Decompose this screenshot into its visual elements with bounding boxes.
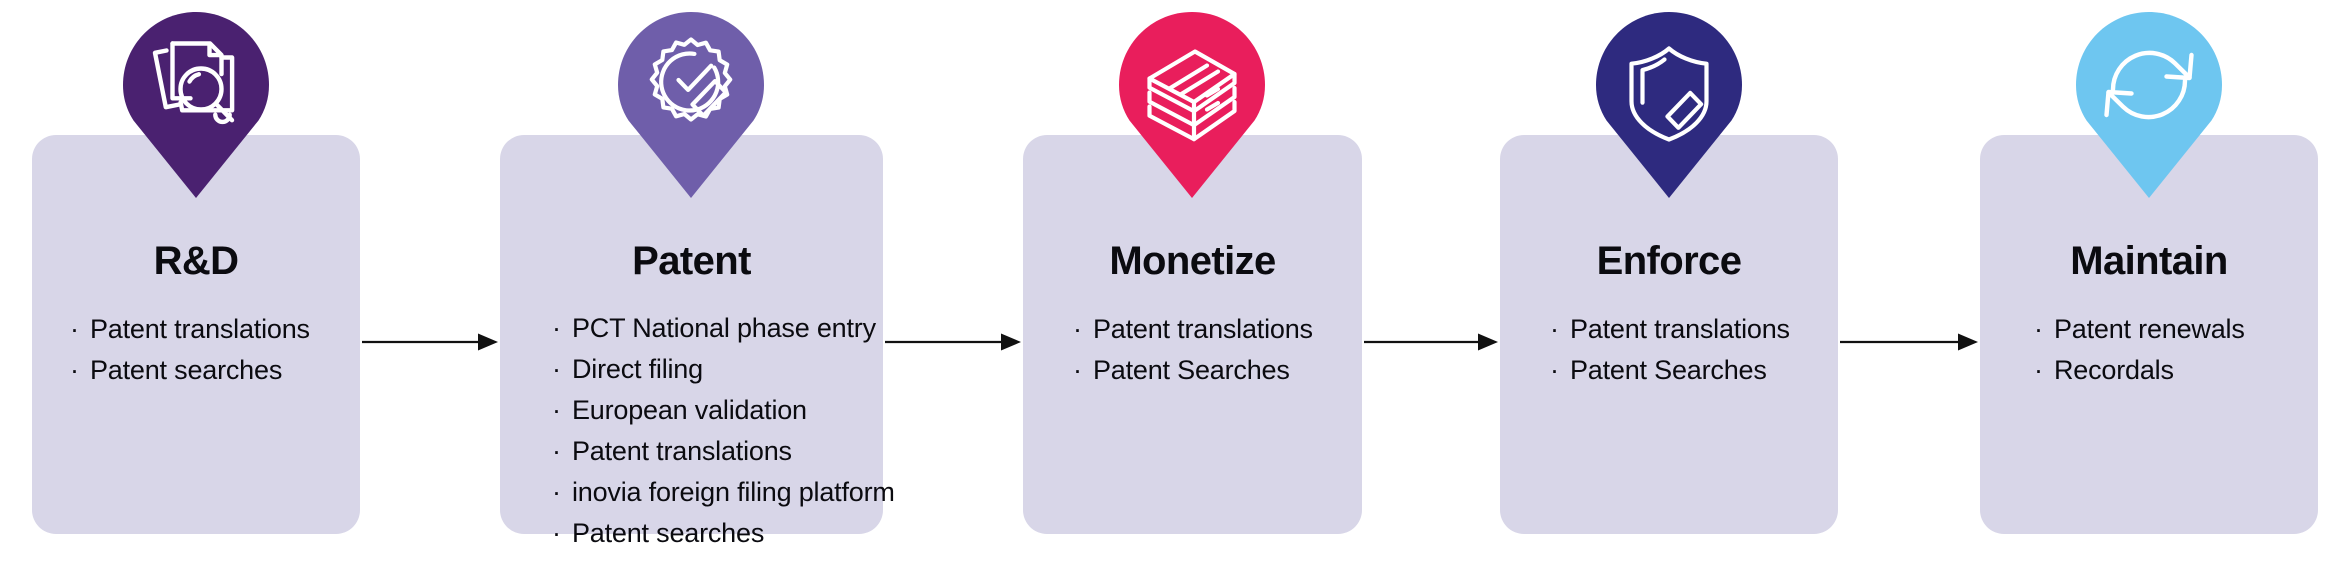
stage-card-enforce[interactable]: Enforce · Patent translations · Patent Sea… — [1500, 135, 1838, 534]
connector-arrow-enforce-to-maintain — [1840, 330, 1980, 354]
list-item: · Patent Searches — [1548, 350, 1824, 391]
bullet-icon: · — [70, 355, 79, 386]
list-item: · inovia foreign filing platform — [550, 472, 895, 513]
stage-card-monetize[interactable]: Monetize · Patent translations · Patent Se… — [1023, 135, 1362, 534]
bullet-icon: · — [552, 395, 561, 426]
list-item: · European validation — [550, 390, 869, 431]
stage-card-rd[interactable]: R&D · Patent translations · Patent searche… — [32, 135, 360, 534]
list-item: · Patent searches — [550, 513, 869, 554]
bullet-icon: · — [552, 354, 561, 385]
stage-pin-enforce — [1596, 12, 1742, 198]
bullet-icon: · — [1073, 355, 1082, 386]
stage-items-rd: · Patent translations · Patent searches — [46, 309, 346, 391]
stage-title-enforce: Enforce — [1596, 239, 1742, 283]
bullet-icon: · — [552, 518, 561, 549]
bullet-icon: · — [2034, 355, 2043, 386]
refresh-cycle-icon — [2104, 50, 2194, 120]
connector-arrow-patent-to-monetize — [885, 330, 1023, 354]
stage-title-rd: R&D — [153, 239, 239, 283]
money-stack-icon — [1147, 49, 1237, 142]
stage-pin-maintain — [2076, 12, 2222, 198]
list-item-label: PCT National phase entry — [572, 313, 876, 343]
list-item-label: Patent translations — [572, 436, 792, 467]
stage-title-maintain: Maintain — [2070, 239, 2228, 283]
stage-pin-patent — [618, 12, 764, 198]
bullet-icon: · — [2034, 314, 2043, 344]
stage-title-patent: Patent — [632, 239, 751, 283]
list-item: · Direct filing — [550, 349, 869, 390]
list-item: · Patent Searches — [1071, 350, 1348, 391]
shield-check-icon — [1629, 46, 1709, 142]
list-item-label: European validation — [572, 395, 807, 426]
pin-shape — [2076, 12, 2222, 198]
list-item-label: Patent searches — [572, 518, 765, 549]
stage-items-monetize: · Patent translations · Patent Searches — [1037, 309, 1348, 391]
pin-shape — [123, 12, 269, 198]
document-stack-search-icon — [152, 41, 235, 125]
list-item-label: inovia foreign filing platform — [572, 477, 895, 508]
list-item-label: Patent translations — [90, 314, 310, 344]
list-item: · Patent translations — [550, 431, 869, 472]
bullet-icon: · — [552, 436, 561, 467]
list-item: · Patent searches — [68, 350, 346, 391]
stage-card-patent[interactable]: Patent · PCT National phase entry · Direct… — [500, 135, 895, 548]
pin-shape — [1596, 12, 1742, 198]
list-item: · Patent translations — [68, 309, 346, 350]
bullet-icon: · — [1550, 355, 1559, 386]
list-item-label: Recordals — [2054, 355, 2174, 386]
connector-arrow-monetize-to-enforce — [1364, 330, 1500, 354]
list-item-label: Patent renewals — [2054, 314, 2245, 344]
list-item-label: Patent translations — [1570, 314, 1790, 344]
list-item-label: Direct filing — [572, 354, 703, 385]
list-item: · Patent translations — [1071, 309, 1348, 350]
list-item-label: Patent translations — [1093, 314, 1313, 344]
bullet-icon: · — [1550, 314, 1559, 344]
stage-items-enforce: · Patent translations · Patent Searches — [1514, 309, 1824, 391]
list-item: · Patent translations — [1548, 309, 1824, 350]
list-item-label: Patent Searches — [1093, 355, 1290, 386]
list-item-label: Patent searches — [90, 355, 283, 386]
stage-pin-monetize — [1119, 12, 1265, 198]
stage-items-patent: · PCT National phase entry · Direct filing… — [514, 308, 895, 554]
connector-arrow-rd-to-patent — [362, 330, 500, 354]
list-item: · Patent renewals — [2032, 309, 2304, 350]
stage-title-monetize: Monetize — [1109, 239, 1276, 283]
stage-items-maintain: · Patent renewals · Recordals — [1994, 309, 2304, 391]
bullet-icon: · — [552, 313, 561, 343]
stage-pin-rd — [123, 12, 269, 198]
bullet-icon: · — [70, 314, 79, 344]
bullet-icon: · — [1073, 314, 1082, 344]
list-item: · PCT National phase entry — [550, 308, 876, 349]
certified-seal-check-icon — [649, 37, 733, 122]
list-item-label: Patent Searches — [1570, 355, 1767, 386]
list-item: · Recordals — [2032, 350, 2304, 391]
bullet-icon: · — [552, 477, 561, 508]
stage-card-maintain[interactable]: Maintain · Patent renewals · Recordals — [1980, 135, 2318, 534]
